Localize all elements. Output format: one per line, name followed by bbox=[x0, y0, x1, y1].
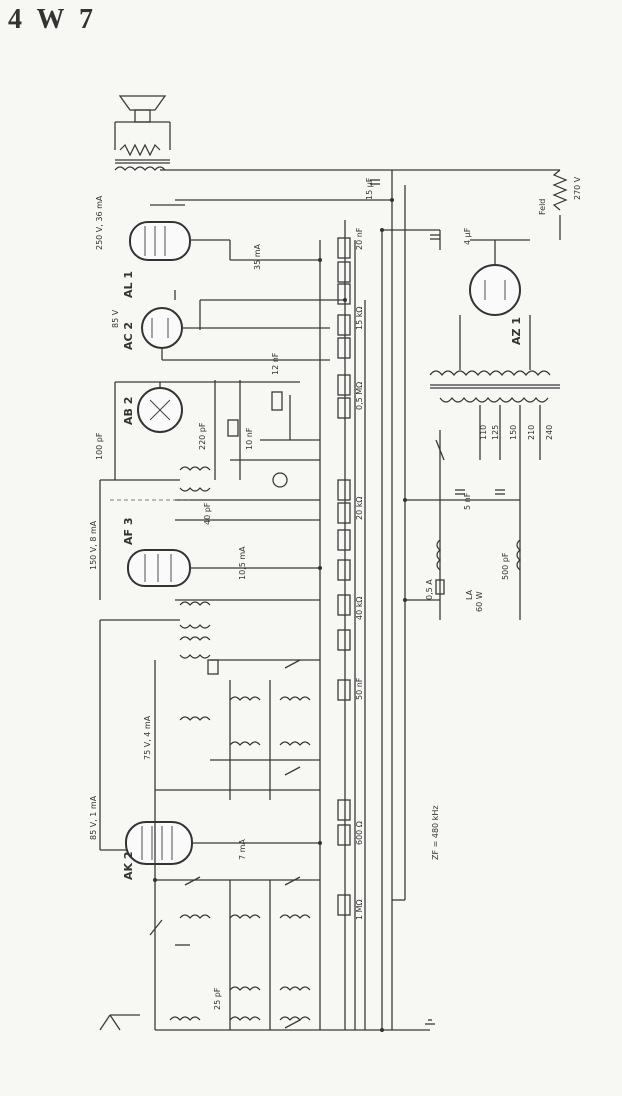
field-coil: Feld 270 V bbox=[538, 169, 582, 240]
ab2-cap-label: 100 pF bbox=[95, 432, 104, 460]
loudspeaker-icon bbox=[114, 95, 171, 157]
af3-voltage-label: 150 V, 8 mA bbox=[89, 520, 98, 570]
tube-ak2-label: AK 2 bbox=[122, 851, 135, 880]
tube-ab2-label: AB 2 bbox=[122, 397, 135, 425]
rf-coils bbox=[169, 696, 311, 1021]
tube-ac2-label: AC 2 bbox=[122, 322, 135, 350]
ak2-current-label: 7 mA bbox=[238, 839, 247, 860]
cap-25pf-label: 25 pF bbox=[213, 987, 222, 1010]
res-40k-label: 40 kΩ bbox=[355, 597, 364, 620]
field-voltage-label: 270 V bbox=[573, 176, 582, 200]
al1-current-label: 35 mA bbox=[253, 243, 262, 270]
tap-110-label: 110 bbox=[479, 425, 488, 440]
la-label: LA bbox=[465, 589, 474, 600]
tube-al1: AL 1 250 V, 36 mA 35 mA bbox=[95, 195, 320, 298]
cap-40-label: 40 pF bbox=[203, 502, 212, 525]
cap-4uf-label: 4 µF bbox=[463, 227, 472, 245]
res-1m-label: 1 MΩ bbox=[355, 899, 364, 920]
cap-220-label: 220 pF bbox=[198, 422, 207, 450]
osc-voltage-label: 75 V, 4 mA bbox=[143, 715, 152, 760]
supply-rails bbox=[175, 169, 560, 1031]
if-frequency-label: ZF = 480 kHz bbox=[431, 805, 440, 860]
schematic-title: 4 W 7 bbox=[8, 4, 97, 35]
res-05m-label: 0,5 MΩ bbox=[355, 382, 364, 410]
res-600-label: 600 Ω bbox=[355, 821, 364, 845]
ak2-voltage-label: 85 V, 1 mA bbox=[89, 795, 98, 840]
cap-5nf-label: 5 nF bbox=[463, 492, 472, 510]
output-transformer bbox=[114, 159, 185, 171]
cap-10nf-label: 10 nF bbox=[245, 427, 254, 450]
mains-cap-label: 500 pF bbox=[501, 552, 510, 580]
tube-af3-label: AF 3 bbox=[122, 517, 135, 545]
mains-transformer: 110 125 150 210 240 bbox=[429, 370, 560, 460]
tap-150-label: 150 bbox=[509, 425, 518, 440]
junction-dots bbox=[153, 198, 407, 1032]
fuse-label: 0,5 A bbox=[425, 579, 434, 600]
tube-ab2: AB 2 100 pF bbox=[95, 381, 300, 480]
al1-voltage-label: 250 V, 36 mA bbox=[95, 195, 104, 250]
circuit-wires bbox=[99, 204, 520, 1031]
res-20k-label: 20 kΩ bbox=[355, 497, 364, 520]
field-label: Feld bbox=[538, 199, 547, 215]
if-coils bbox=[179, 466, 211, 659]
tube-az1-label: AZ 1 bbox=[510, 317, 523, 345]
antenna-icon bbox=[99, 1014, 140, 1031]
wave-switches bbox=[149, 439, 445, 1029]
tap-220-label: 210 bbox=[527, 425, 536, 440]
mains-input: 0,5 A LA 60 W 500 pF bbox=[425, 430, 521, 620]
cap-12nf-label: 12 nF bbox=[271, 352, 280, 375]
tube-az1: AZ 1 bbox=[459, 239, 531, 370]
tube-ak2: AK 2 85 V, 1 mA 7 mA 75 V, 4 mA bbox=[89, 715, 320, 880]
power-label: 60 W bbox=[475, 591, 484, 612]
af3-current-label: 10,5 mA bbox=[238, 546, 247, 580]
tube-af3: AF 3 150 V, 8 mA 10,5 mA bbox=[89, 517, 320, 587]
tube-al1-label: AL 1 bbox=[122, 271, 135, 298]
tube-ac2: AC 2 85 V bbox=[111, 307, 330, 361]
tap-125-label: 125 bbox=[491, 425, 500, 440]
cap-20nf-label: 20 nF bbox=[355, 227, 364, 250]
tap-240-label: 240 bbox=[545, 425, 554, 440]
filter-cap-label: 15 µF bbox=[365, 177, 374, 200]
ac2-voltage-label: 85 V bbox=[111, 309, 120, 328]
res-15k-label: 15 kΩ bbox=[355, 307, 364, 330]
component-ladder: 15 µF 20 nF 15 kΩ 0,5 MΩ 20 kΩ 40 kΩ 50 … bbox=[198, 177, 505, 1010]
cap-50nf-label: 50 nF bbox=[355, 677, 364, 700]
